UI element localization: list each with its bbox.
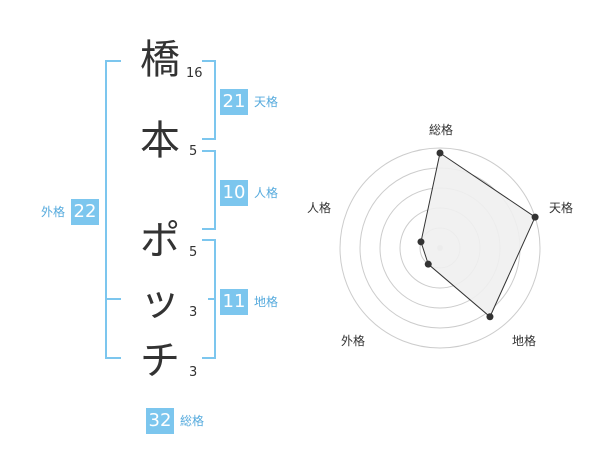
name-char-5: チ	[140, 338, 180, 384]
tenkaku-label: 天格	[254, 95, 279, 109]
name-char-1: 橋	[140, 37, 180, 83]
name-char-3: ポ	[140, 218, 180, 264]
gaikaku-label: 外格	[41, 205, 66, 219]
radar-axis-label-chikaku: 地格	[512, 334, 537, 348]
radar-point-4	[424, 260, 432, 268]
jinkaku-bracket	[202, 150, 216, 230]
radar-axis-label-gaikaku: 外格	[341, 334, 366, 348]
radar-axis-label-jinkaku: 人格	[307, 201, 332, 215]
radar-point-1	[436, 149, 444, 157]
tenkaku-score: 21	[220, 89, 248, 115]
tenkaku-bracket	[202, 60, 216, 140]
chikaku-bracket-tick	[208, 298, 216, 300]
radar-axis-label-tenkaku: 天格	[549, 201, 574, 215]
jinkaku-score: 10	[220, 180, 248, 206]
radar-ring	[339, 147, 541, 349]
gaikaku-score: 22	[71, 199, 99, 225]
radar-axis-label-soukaku: 総格	[429, 123, 454, 137]
radar-point-5	[417, 238, 425, 246]
chikaku-score: 11	[220, 289, 248, 315]
gaikaku-bracket	[105, 60, 121, 359]
name-char-2: 本	[140, 118, 180, 164]
soukaku-label: 総格	[180, 414, 205, 428]
jinkaku-label: 人格	[254, 186, 279, 200]
stroke-count-3: 5	[189, 245, 198, 260]
radar-polygon	[420, 152, 536, 318]
gaikaku-bracket-tick	[105, 298, 121, 300]
radar-point-2	[531, 213, 539, 221]
stroke-count-5: 3	[189, 365, 198, 380]
soukaku-score: 32	[146, 408, 174, 434]
stroke-count-4: 3	[189, 305, 198, 320]
name-char-4: ッ	[140, 279, 180, 325]
stroke-count-1: 16	[186, 66, 203, 81]
stroke-count-2: 5	[189, 144, 198, 159]
chikaku-label: 地格	[254, 295, 279, 309]
radar-point-3	[486, 313, 494, 321]
